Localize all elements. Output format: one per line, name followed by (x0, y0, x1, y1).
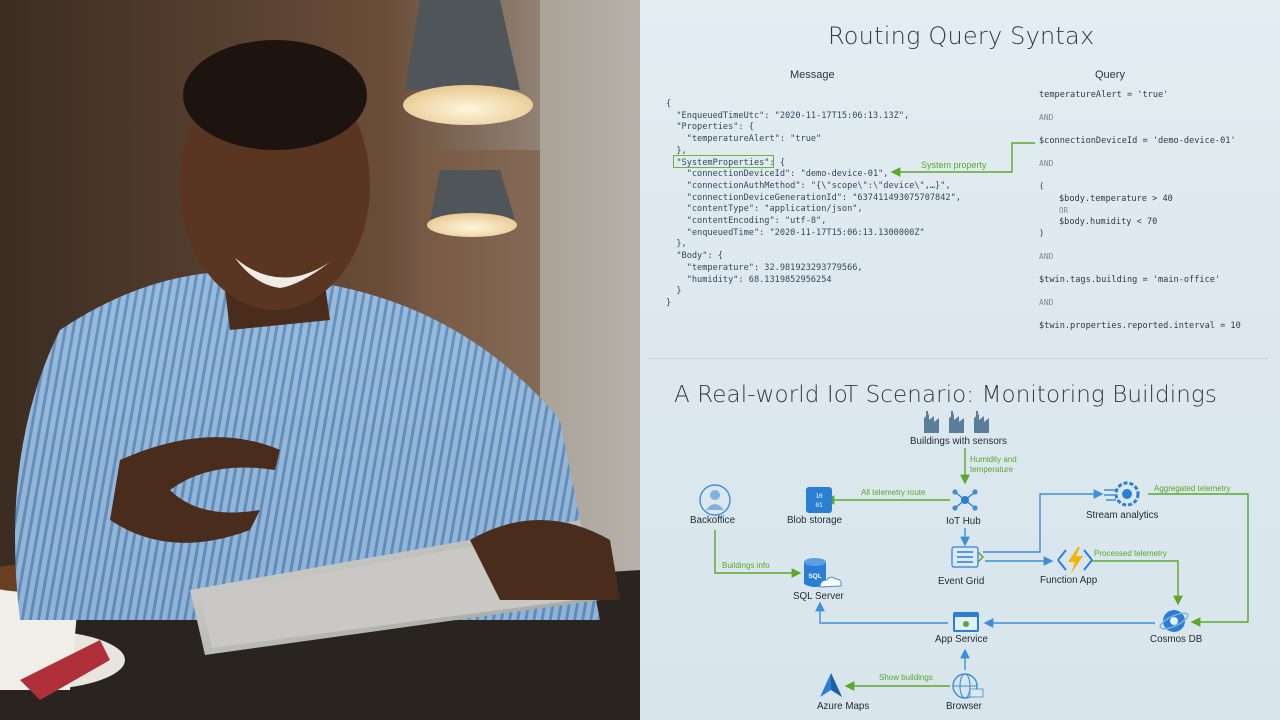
azure-maps-icon (820, 673, 842, 697)
node-sql-server: SQL Server (793, 591, 844, 602)
query-condition: $twin.properties.reported.interval = 10 (1039, 321, 1241, 331)
svg-text:01: 01 (815, 502, 823, 509)
query-condition: $body.temperature > 40 (1059, 194, 1173, 204)
factory-icon (924, 411, 989, 433)
message-line: "connectionDeviceGenerationId": "6374114… (666, 192, 961, 203)
edge-label-buildings-info: Buildings info (722, 561, 770, 570)
edge-eventgrid-to-stream (983, 489, 1104, 553)
message-column-header: Message (790, 69, 835, 81)
query-and-operator: AND (1039, 159, 1054, 168)
query-column-header: Query (1095, 69, 1125, 81)
user-icon (699, 484, 731, 516)
slide-panel: Routing Query Syntax Message Query { "En… (640, 0, 1280, 720)
edge-label-humidity-temperature: Humidity and temperature (970, 455, 1017, 474)
query-and-operator: AND (1039, 252, 1054, 261)
edge-label-processed-telemetry: Processed telemetry (1094, 549, 1167, 558)
system-properties-highlight (673, 155, 774, 168)
blob-storage-icon: 10 01 (806, 487, 832, 513)
query-condition: $connectionDeviceId = 'demo-device-01' (1039, 136, 1236, 146)
message-line: } (666, 286, 682, 297)
edge-label-aggregated-telemetry: Aggregated telemetry (1154, 484, 1231, 493)
message-line: "humidity": 68.1319852956254 (666, 274, 832, 285)
message-line: } (666, 297, 672, 308)
message-line: { (666, 99, 672, 109)
node-iot-hub: IoT Hub (946, 516, 981, 527)
message-line: "Body": { (666, 251, 723, 262)
query-condition: $body.humidity < 70 (1059, 217, 1158, 227)
system-property-label: System property (921, 160, 987, 170)
system-property-arrow (890, 142, 1035, 177)
edge-backoffice-to-sql (714, 530, 802, 578)
node-stream-analytics: Stream analytics (1086, 510, 1159, 521)
query-condition: $twin.tags.building = 'main-office' (1039, 275, 1221, 285)
section-divider (648, 358, 1268, 359)
message-line: }, (666, 239, 687, 250)
app-service-icon (953, 612, 979, 632)
routing-query-title: Routing Query Syntax (828, 22, 1095, 50)
message-line: }, (666, 145, 687, 156)
query-and-operator: AND (1039, 113, 1054, 122)
edge-function-to-cosmos (1092, 560, 1183, 606)
svg-text:10: 10 (815, 493, 823, 500)
iot-hub-icon (952, 489, 978, 511)
query-condition: ) (1039, 229, 1045, 239)
message-line: "temperatureAlert": "true" (666, 134, 822, 145)
sql-database-icon: SQL (804, 558, 842, 588)
node-backoffice: Backoffice (690, 515, 736, 526)
message-line: "SystemProperties": { (666, 157, 785, 168)
node-azure-maps: Azure Maps (817, 701, 870, 712)
edge-label-show-buildings: Show buildings (879, 673, 933, 682)
message-line: "connectionDeviceId": "demo-device-01", (666, 169, 889, 180)
edge-label-all-telemetry: All telemetry route (861, 488, 926, 497)
message-line: "Properties": { (666, 122, 754, 133)
query-condition: ( (1039, 182, 1045, 192)
photo-illustration (0, 0, 640, 720)
message-json-block: { "EnqueuedTimeUtc": "2020-11-17T15:06:1… (666, 99, 961, 310)
node-blob-storage: Blob storage (787, 515, 843, 526)
message-line: "enqueuedTime": "2020-11-17T15:06:13.130… (666, 227, 925, 238)
edge-appservice-to-sql (815, 601, 948, 624)
cosmos-db-icon (1159, 610, 1189, 632)
photo-man-with-tablet (0, 0, 640, 720)
iot-diagram-canvas: 10 01 SQL (699, 142, 1249, 699)
message-line: "connectionAuthMethod": "{\"scope\":\"de… (666, 180, 951, 191)
edge-stream-to-cosmos (1148, 493, 1249, 627)
query-and-operator: AND (1039, 298, 1054, 307)
query-or-operator: OR (1059, 206, 1069, 215)
stream-analytics-icon (1104, 481, 1140, 507)
event-grid-icon (951, 546, 984, 568)
message-line: "contentType": "application/json", (666, 204, 863, 215)
svg-text:SQL: SQL (808, 573, 821, 580)
node-browser: Browser (946, 701, 982, 712)
query-condition: temperatureAlert = 'true' (1039, 90, 1169, 100)
node-app-service: App Service (935, 634, 988, 645)
iot-scenario-title: A Real-world IoT Scenario: Monitoring Bu… (674, 382, 1217, 408)
node-function-app: Function App (1040, 575, 1098, 586)
browser-globe-icon (952, 673, 984, 699)
message-line: "EnqueuedTimeUtc": "2020-11-17T15:06:13.… (666, 110, 910, 121)
message-line: "temperature": 32.981923293779566, (666, 262, 863, 273)
node-buildings-with-sensors: Buildings with sensors (910, 436, 1007, 447)
message-line: "contentEncoding": "utf-8", (666, 216, 827, 227)
node-event-grid: Event Grid (938, 576, 985, 587)
function-app-icon (1057, 547, 1093, 574)
node-cosmos-db: Cosmos DB (1150, 634, 1203, 645)
